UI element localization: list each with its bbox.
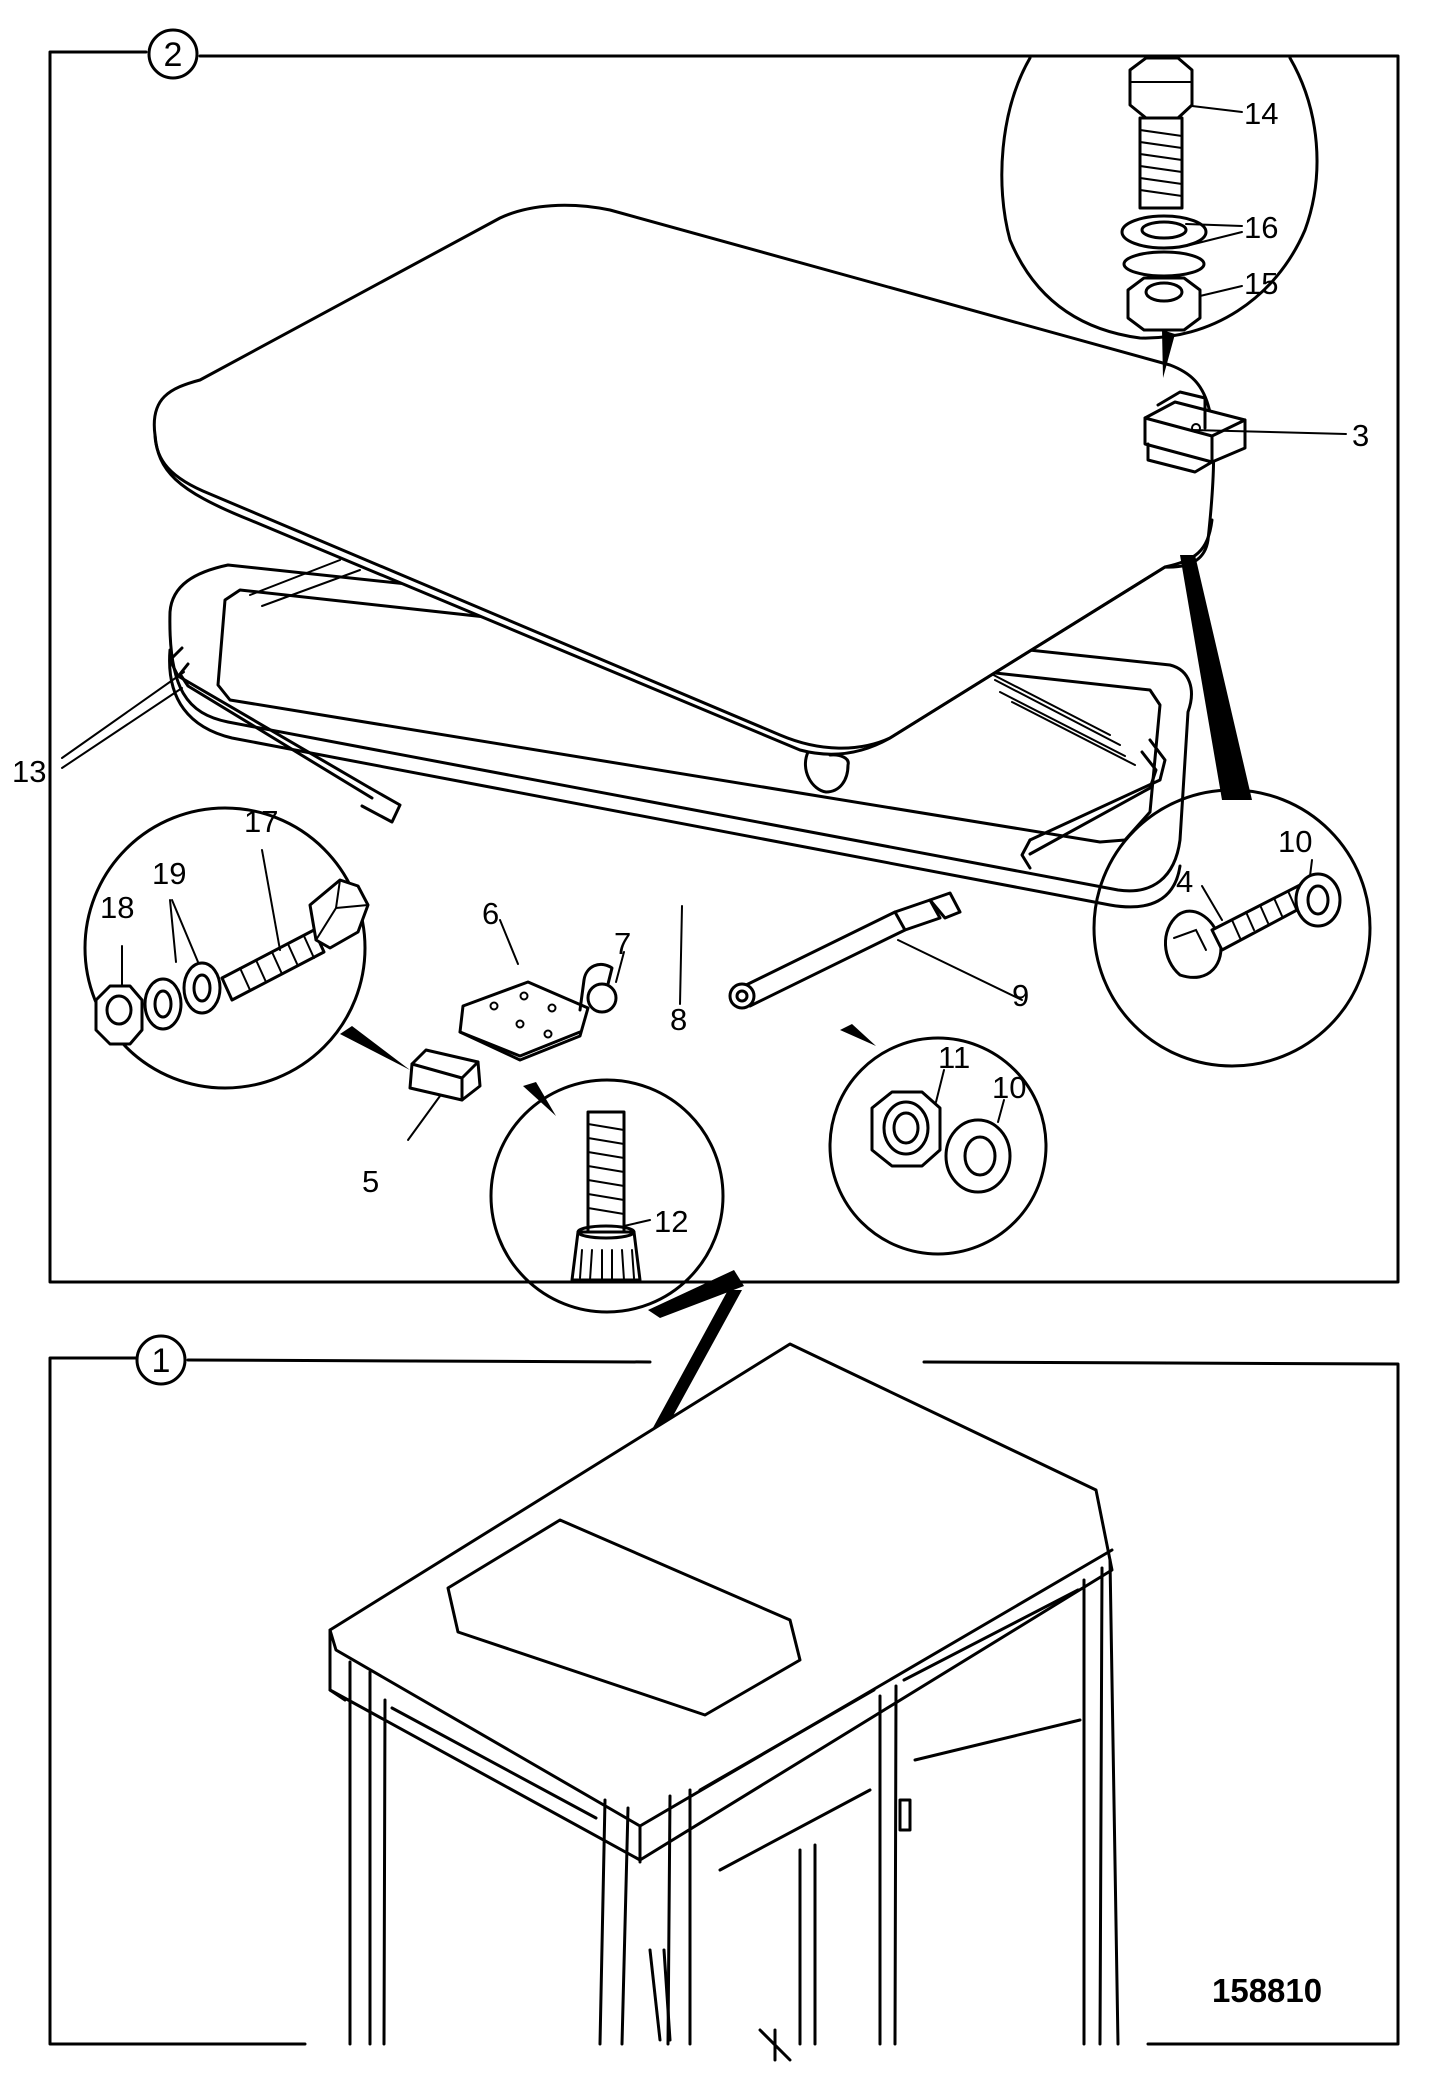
callout-18: 18 [100,890,134,925]
callout-17: 17 [244,804,278,839]
callout-16: 16 [1244,210,1278,245]
callout-19: 19 [152,856,186,891]
detail-bolt-washer [1092,555,1372,1068]
callout-labels: 14 16 15 3 13 17 19 18 6 7 8 9 10 4 11 1… [12,96,1369,1239]
detail-bolt-nut [1000,56,1319,378]
callout-10-bolt: 10 [1278,824,1312,859]
callout-5: 5 [362,1164,379,1199]
callout-7: 7 [614,926,631,961]
detail-cap-screw [489,1078,744,1318]
callout-11: 11 [938,1040,970,1075]
detail-side-bolt [83,806,410,1090]
gas-strut [728,891,1023,1010]
view-1-number: 1 [152,1342,171,1380]
callout-9: 9 [1012,978,1029,1013]
callout-3: 3 [1352,418,1369,453]
callout-10-washer: 10 [992,1070,1026,1105]
callout-8: 8 [670,1002,687,1037]
latch-plate [407,1048,482,1141]
callout-4: 4 [1176,864,1193,899]
callout-6: 6 [482,896,499,931]
seal-strips [168,646,1167,870]
callout-14: 14 [1244,96,1278,131]
callout-13: 13 [12,754,46,789]
callout-15: 15 [1244,266,1278,301]
cab-body [328,1342,1120,2062]
hinge-plate [458,919,625,1062]
detail-nut-washer [828,1024,1048,1256]
figure-number: 158810 [1212,1972,1322,2009]
hinge-block [1143,390,1247,474]
view-1-frame: 1 [48,1334,1400,2046]
callout-12: 12 [654,1204,688,1239]
view-2-number: 2 [164,36,183,74]
